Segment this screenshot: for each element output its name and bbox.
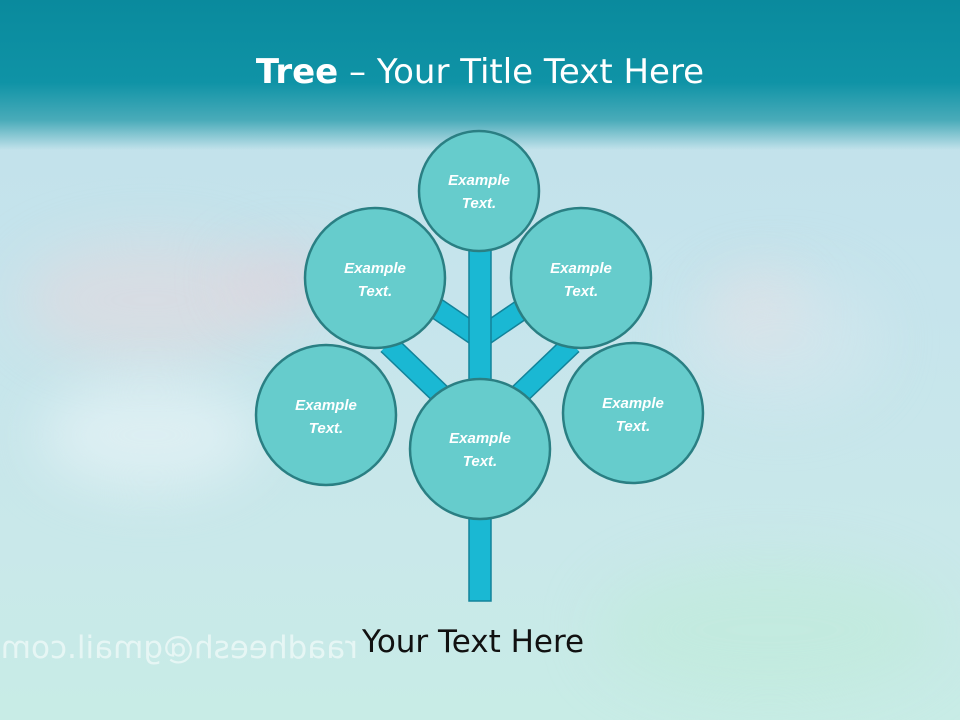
title-rest: – Your Title Text Here [338, 52, 705, 92]
node-text-line2: Text. [462, 195, 496, 212]
node-text-line1: Example [344, 260, 406, 277]
node-text-line1: Example [602, 395, 664, 412]
node-text-line1: Example [550, 260, 612, 277]
node-text-line1: Example [448, 172, 510, 189]
tree-node: Example Text. [303, 206, 447, 350]
background-blur [600, 560, 940, 700]
title-bold: Tree [255, 52, 339, 92]
tree-node: Example Text. [561, 341, 705, 485]
tree-node: Example Text. [254, 343, 398, 487]
title-bar [0, 0, 960, 150]
tree-node: Example Text. [408, 377, 552, 521]
watermark: raadheesh@gmail.com [0, 630, 358, 666]
node-text-line2: Text. [309, 420, 343, 437]
node-text-line2: Text. [564, 283, 598, 300]
node-text-line2: Text. [463, 453, 497, 470]
node-text-line2: Text. [358, 283, 392, 300]
caption-text: Your Text Here [362, 624, 585, 660]
node-text-line1: Example [295, 397, 357, 414]
background-blur [40, 380, 260, 490]
background-blur [20, 240, 280, 360]
background-blur [680, 270, 880, 410]
tree-node: Example Text. [509, 206, 653, 350]
node-text-line2: Text. [616, 418, 650, 435]
node-text-line1: Example [449, 430, 511, 447]
tree-node: Example Text. [417, 129, 541, 253]
slide-title: Tree – Your Title Text Here [0, 52, 960, 92]
